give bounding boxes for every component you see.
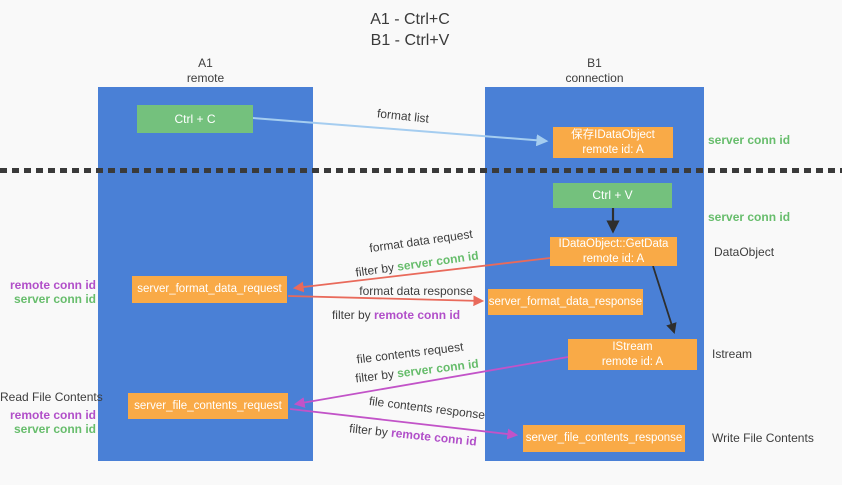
read-file-contents-label: Read File Contents [0, 390, 103, 404]
ctrl-v-box: Ctrl + V [553, 183, 672, 208]
server-conn-id-text: server conn id [396, 248, 480, 274]
save-idataobject-box: 保存IDataObject remote id: A [553, 127, 673, 158]
left-conn-id-group-bottom: remote conn id server conn id [0, 408, 96, 436]
left-column-role: remote [186, 71, 225, 85]
server-format-data-response-label: server_format_data_response [488, 295, 643, 308]
filter-by-text: filter by [354, 366, 395, 386]
dotted-separator [0, 168, 842, 173]
getdata-line1: IDataObject::GetData [558, 238, 669, 251]
server-file-contents-request-box: server_file_contents_request [128, 393, 288, 419]
remote-conn-id-text: remote conn id [374, 308, 461, 322]
file-contents-response-label: file contents response [368, 393, 486, 423]
right-column-header: B1 connection [485, 56, 704, 86]
format-data-response-label: format data response [359, 284, 473, 298]
server-conn-id-right-top: server conn id [708, 133, 791, 147]
filter-by-remote-conn-id-label-1: filter by remote conn id [332, 308, 460, 322]
istream-line2: remote id: A [601, 355, 664, 368]
filter-by-text: filter by [348, 421, 389, 440]
server-file-contents-request-label: server_file_contents_request [134, 399, 282, 412]
ctrl-v-label: Ctrl + V [592, 188, 633, 202]
left-column-header: A1 remote [98, 56, 313, 86]
getdata-box: IDataObject::GetData remote id: A [550, 237, 677, 266]
title-line-1: A1 - Ctrl+C [370, 11, 450, 28]
server-format-data-request-label: server_format_data_request [137, 283, 282, 296]
ctrl-c-label: Ctrl + C [174, 111, 216, 126]
dataobject-label: DataObject [714, 245, 775, 259]
remote-conn-id-left-top: remote conn id [9, 278, 96, 292]
istream-side-label: Istream [712, 347, 753, 361]
right-column-role: connection [565, 71, 624, 85]
write-file-contents-label: Write File Contents [712, 431, 814, 445]
server-conn-id-right-mid: server conn id [708, 210, 791, 224]
server-format-data-request-box: server_format_data_request [132, 276, 287, 303]
istream-box: IStream remote id: A [568, 339, 697, 370]
save-idataobject-line1: 保存IDataObject [571, 129, 655, 142]
remote-conn-id-text: remote conn id [390, 425, 478, 449]
filter-by-remote-conn-id-label-2: filter by remote conn id [349, 421, 478, 448]
remote-conn-id-left-bottom: remote conn id [9, 408, 96, 422]
ctrl-c-box: Ctrl + C [137, 105, 253, 133]
server-format-data-response-box: server_format_data_response [488, 289, 643, 315]
format-list-label: format list [376, 106, 430, 126]
server-conn-id-left-bottom: server conn id [13, 422, 96, 436]
right-column-name: B1 [587, 56, 602, 70]
left-conn-id-group-top: remote conn id server conn id [0, 278, 96, 306]
filter-by-text: filter by [331, 308, 371, 322]
server-file-contents-response-label: server_file_contents_response [525, 432, 683, 445]
title-line-2: B1 - Ctrl+V [370, 32, 450, 49]
page-title: A1 - Ctrl+C B1 - Ctrl+V [0, 9, 820, 51]
save-idataobject-line2: remote id: A [582, 143, 644, 156]
filter-by-text: filter by [354, 260, 395, 280]
getdata-line2: remote id: A [582, 252, 645, 265]
server-conn-id-left-top: server conn id [13, 292, 96, 306]
server-file-contents-response-box: server_file_contents_response [523, 425, 685, 452]
left-column-name: A1 [198, 56, 213, 70]
istream-line1: IStream [612, 341, 653, 354]
